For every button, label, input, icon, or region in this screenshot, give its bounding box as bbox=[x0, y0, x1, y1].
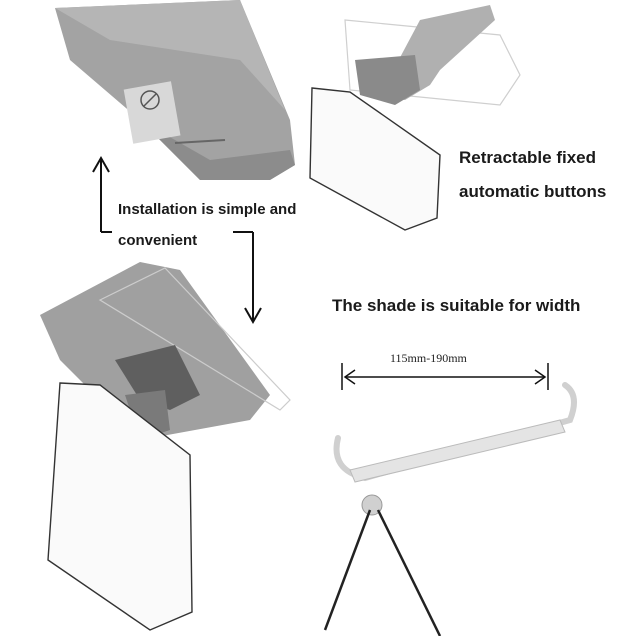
installation-caption-line1: Installation is simple and bbox=[118, 201, 297, 218]
retractable-caption-line2: automatic buttons bbox=[459, 182, 607, 201]
adjustable-clip bbox=[323, 382, 577, 636]
arrow-down-icon bbox=[233, 231, 262, 325]
shade-width-caption: The shade is suitable for width bbox=[332, 296, 581, 315]
sun-visor-with-shade bbox=[40, 262, 291, 631]
retractable-caption-line1: Retractable fixed bbox=[459, 148, 596, 167]
installation-caption-line2: convenient bbox=[118, 232, 198, 249]
width-dimension-arrow bbox=[341, 363, 549, 390]
sun-visor-top bbox=[55, 0, 295, 180]
shade-clip-top bbox=[309, 5, 521, 231]
arrow-up-icon bbox=[92, 155, 112, 233]
dimension-label: 115mm-190mm bbox=[390, 351, 467, 365]
